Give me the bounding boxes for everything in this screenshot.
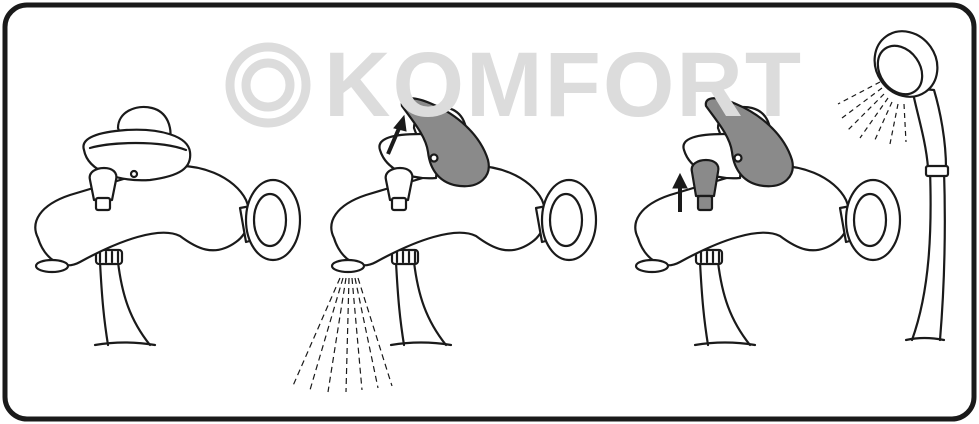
handle-lifted (704, 97, 794, 188)
komfort-watermark-logo: KOMFORT (222, 34, 804, 136)
diverter-knob (88, 166, 118, 202)
water-spray-icon (837, 81, 907, 145)
diverter-knob-pulled (690, 158, 720, 198)
hose-nut (94, 248, 124, 266)
panel-hand-shower (873, 30, 950, 342)
komfort-ring-icon (225, 42, 311, 128)
up-arrow-icon (386, 114, 407, 155)
hose (98, 260, 110, 347)
water-spray-icon (291, 277, 393, 393)
panel-faucet-diverter-up (634, 97, 902, 347)
up-arrow-icon (672, 172, 688, 212)
handle-lifted (400, 97, 490, 188)
panel-faucet-spout-flow (330, 97, 598, 347)
panel-faucet-closed (34, 105, 302, 347)
watermark-brand-text: KOMFORT (324, 34, 804, 136)
aerator (34, 258, 70, 274)
